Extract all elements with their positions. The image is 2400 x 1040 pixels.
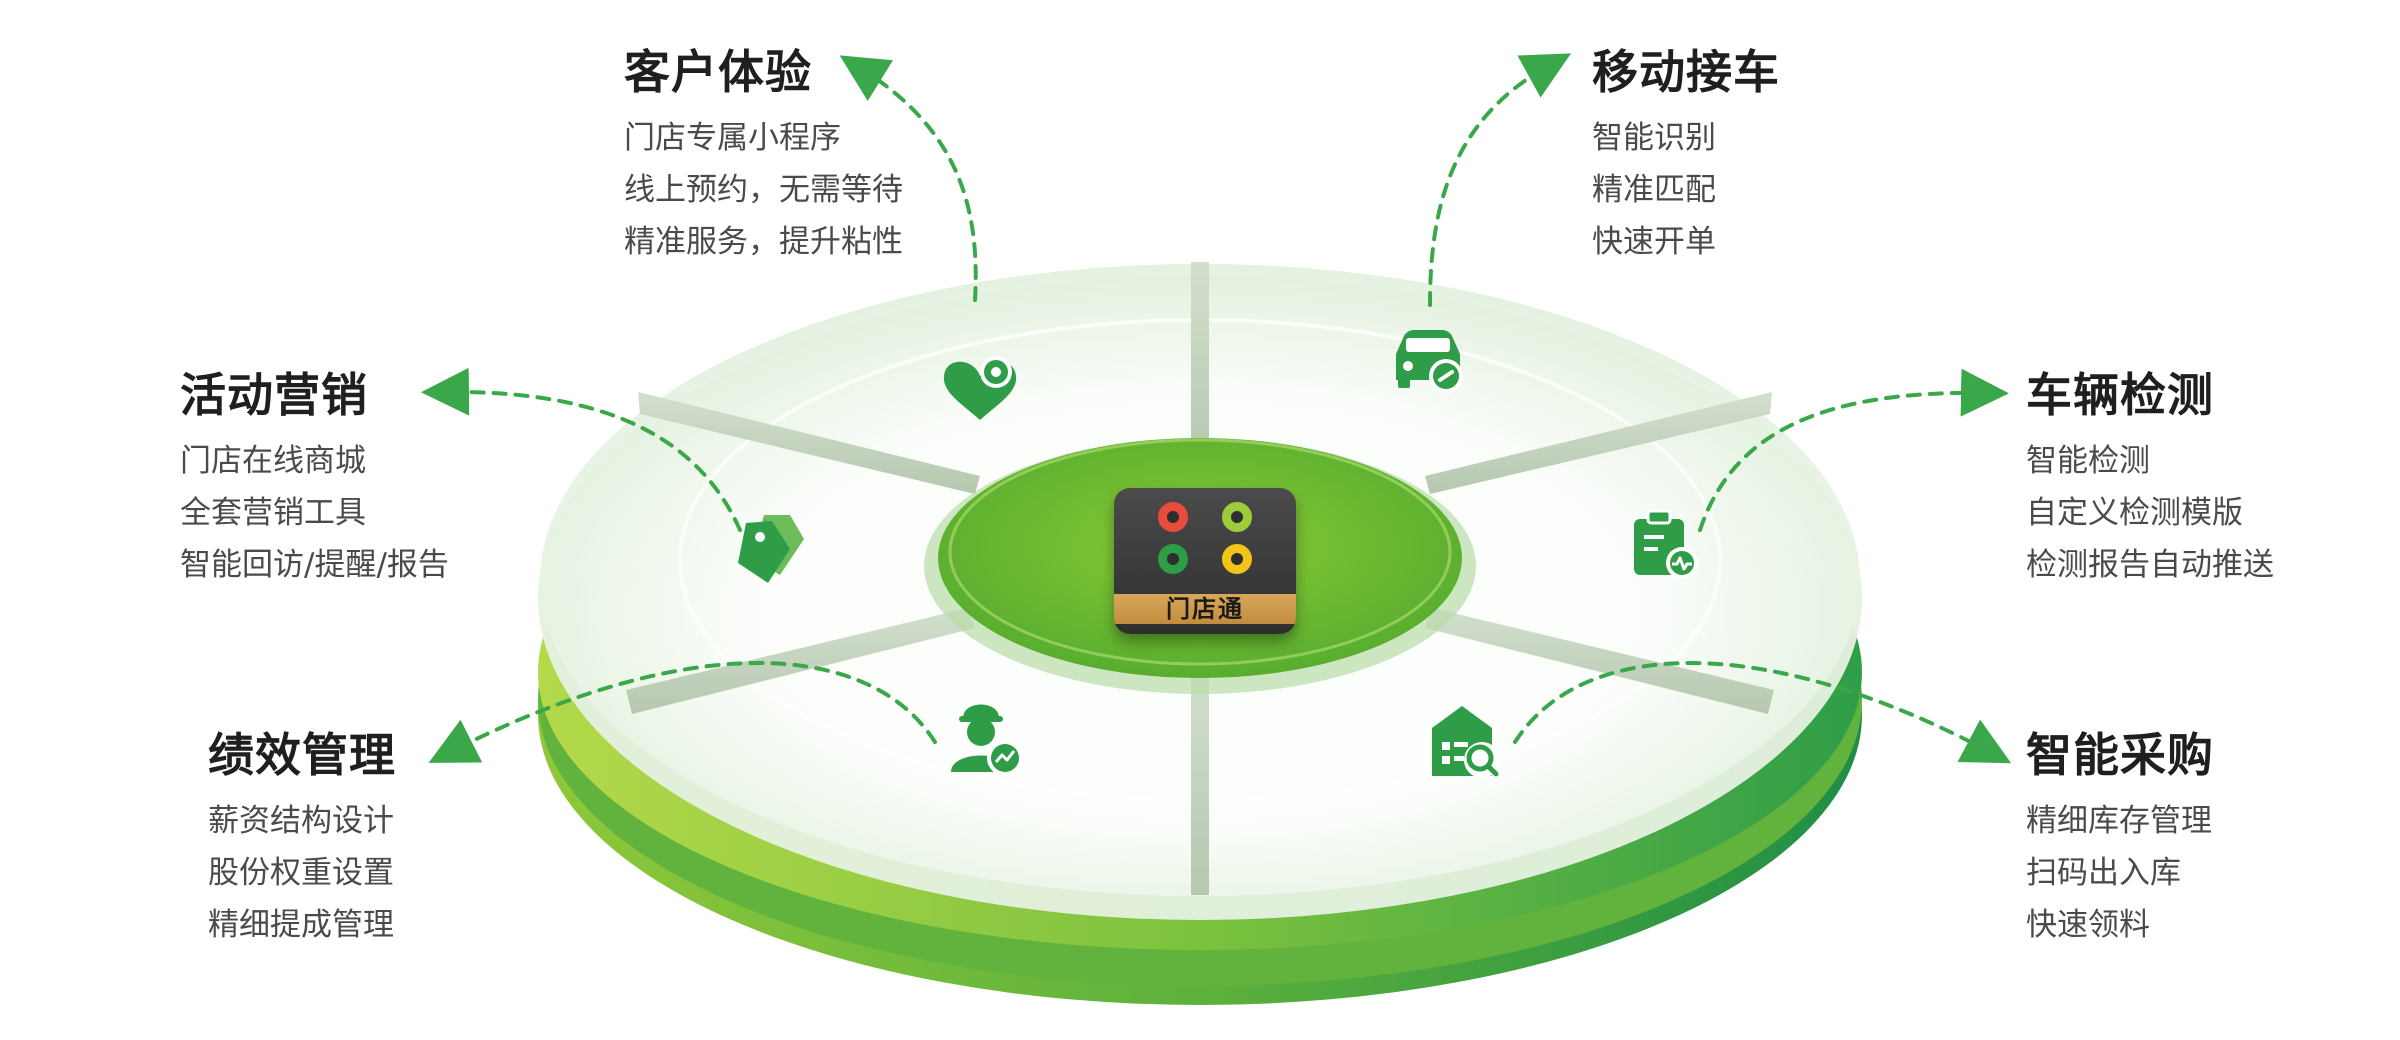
arrow-marketing bbox=[421, 367, 742, 532]
feature-title: 移动接车 bbox=[1592, 45, 1780, 99]
feature-customer-experience: 客户体验 门店专属小程序 线上预约，无需等待 精准服务，提升粘性 bbox=[624, 42, 1044, 268]
feature-vehicle-inspection: 车辆检测 智能检测 自定义检测模版 检测报告自动推送 bbox=[2026, 365, 2400, 591]
feature-item: 精准匹配 bbox=[1592, 172, 1716, 208]
feature-item: 扫码出入库 bbox=[2026, 855, 2181, 891]
feature-item: 精细提成管理 bbox=[208, 907, 394, 943]
feature-mobile-pickup: 移动接车 智能识别 精准匹配 快速开单 bbox=[1592, 42, 2012, 268]
feature-item: 智能检测 bbox=[2026, 443, 2150, 479]
app-logo: 门店通 bbox=[1114, 488, 1296, 634]
feature-performance: 绩效管理 薪资结构设计 股份权重设置 精细提成管理 bbox=[208, 725, 628, 951]
feature-item: 精细库存管理 bbox=[2026, 803, 2212, 839]
feature-item: 精准服务，提升粘性 bbox=[624, 224, 903, 260]
feature-item: 快速领料 bbox=[2026, 907, 2150, 943]
feature-item: 快速开单 bbox=[1592, 224, 1716, 260]
divider-upper-left bbox=[638, 392, 980, 494]
logo-ring-red bbox=[1158, 502, 1188, 532]
feature-title: 智能采购 bbox=[2026, 728, 2214, 782]
arrow-perf bbox=[428, 661, 937, 763]
feature-item: 检测报告自动推送 bbox=[2026, 547, 2274, 583]
warehouse-search-icon bbox=[1432, 706, 1500, 778]
feature-marketing: 活动营销 门店在线商城 全套营销工具 智能回访/提醒/报告 bbox=[180, 365, 600, 591]
price-tag-icon bbox=[738, 515, 804, 583]
worker-chart-icon bbox=[951, 704, 1023, 776]
feature-title: 车辆检测 bbox=[2026, 368, 2214, 422]
logo-ring-yellow bbox=[1222, 544, 1252, 574]
arrow-purchase bbox=[1513, 661, 2012, 764]
arrow-inspect bbox=[1698, 368, 2009, 532]
feature-item: 门店专属小程序 bbox=[624, 120, 841, 156]
divider-bottom bbox=[1191, 668, 1209, 895]
feature-item: 全套营销工具 bbox=[180, 495, 366, 531]
feature-item: 线上预约，无需等待 bbox=[624, 172, 903, 208]
feature-title: 绩效管理 bbox=[208, 728, 396, 782]
car-link-icon bbox=[1396, 330, 1463, 393]
divider-lower-right bbox=[1425, 608, 1774, 714]
logo-ring-green bbox=[1158, 544, 1188, 574]
feature-item: 自定义检测模版 bbox=[2026, 495, 2243, 531]
arrow-customer bbox=[839, 55, 978, 302]
logo-ring-lime bbox=[1222, 502, 1252, 532]
feature-item: 股份权重设置 bbox=[208, 855, 394, 891]
feature-item: 门店在线商城 bbox=[180, 443, 366, 479]
feature-item: 智能回访/提醒/报告 bbox=[180, 547, 449, 583]
clipboard-pulse-icon bbox=[1634, 509, 1698, 579]
heart-hand-icon bbox=[943, 356, 1017, 420]
feature-item: 智能识别 bbox=[1592, 120, 1716, 156]
divider-lower-left bbox=[626, 608, 975, 714]
arrow-pickup bbox=[1428, 53, 1572, 307]
feature-item: 薪资结构设计 bbox=[208, 803, 394, 839]
feature-smart-purchasing: 智能采购 精细库存管理 扫码出入库 快速领料 bbox=[2026, 725, 2400, 951]
divider-top bbox=[1191, 262, 1209, 468]
feature-title: 客户体验 bbox=[624, 45, 812, 99]
logo-brand-label: 门店通 bbox=[1114, 594, 1296, 624]
feature-title: 活动营销 bbox=[180, 368, 368, 422]
connector-arrows bbox=[421, 53, 2012, 764]
divider-upper-right bbox=[1425, 392, 1772, 494]
segment-dividers bbox=[626, 262, 1774, 895]
